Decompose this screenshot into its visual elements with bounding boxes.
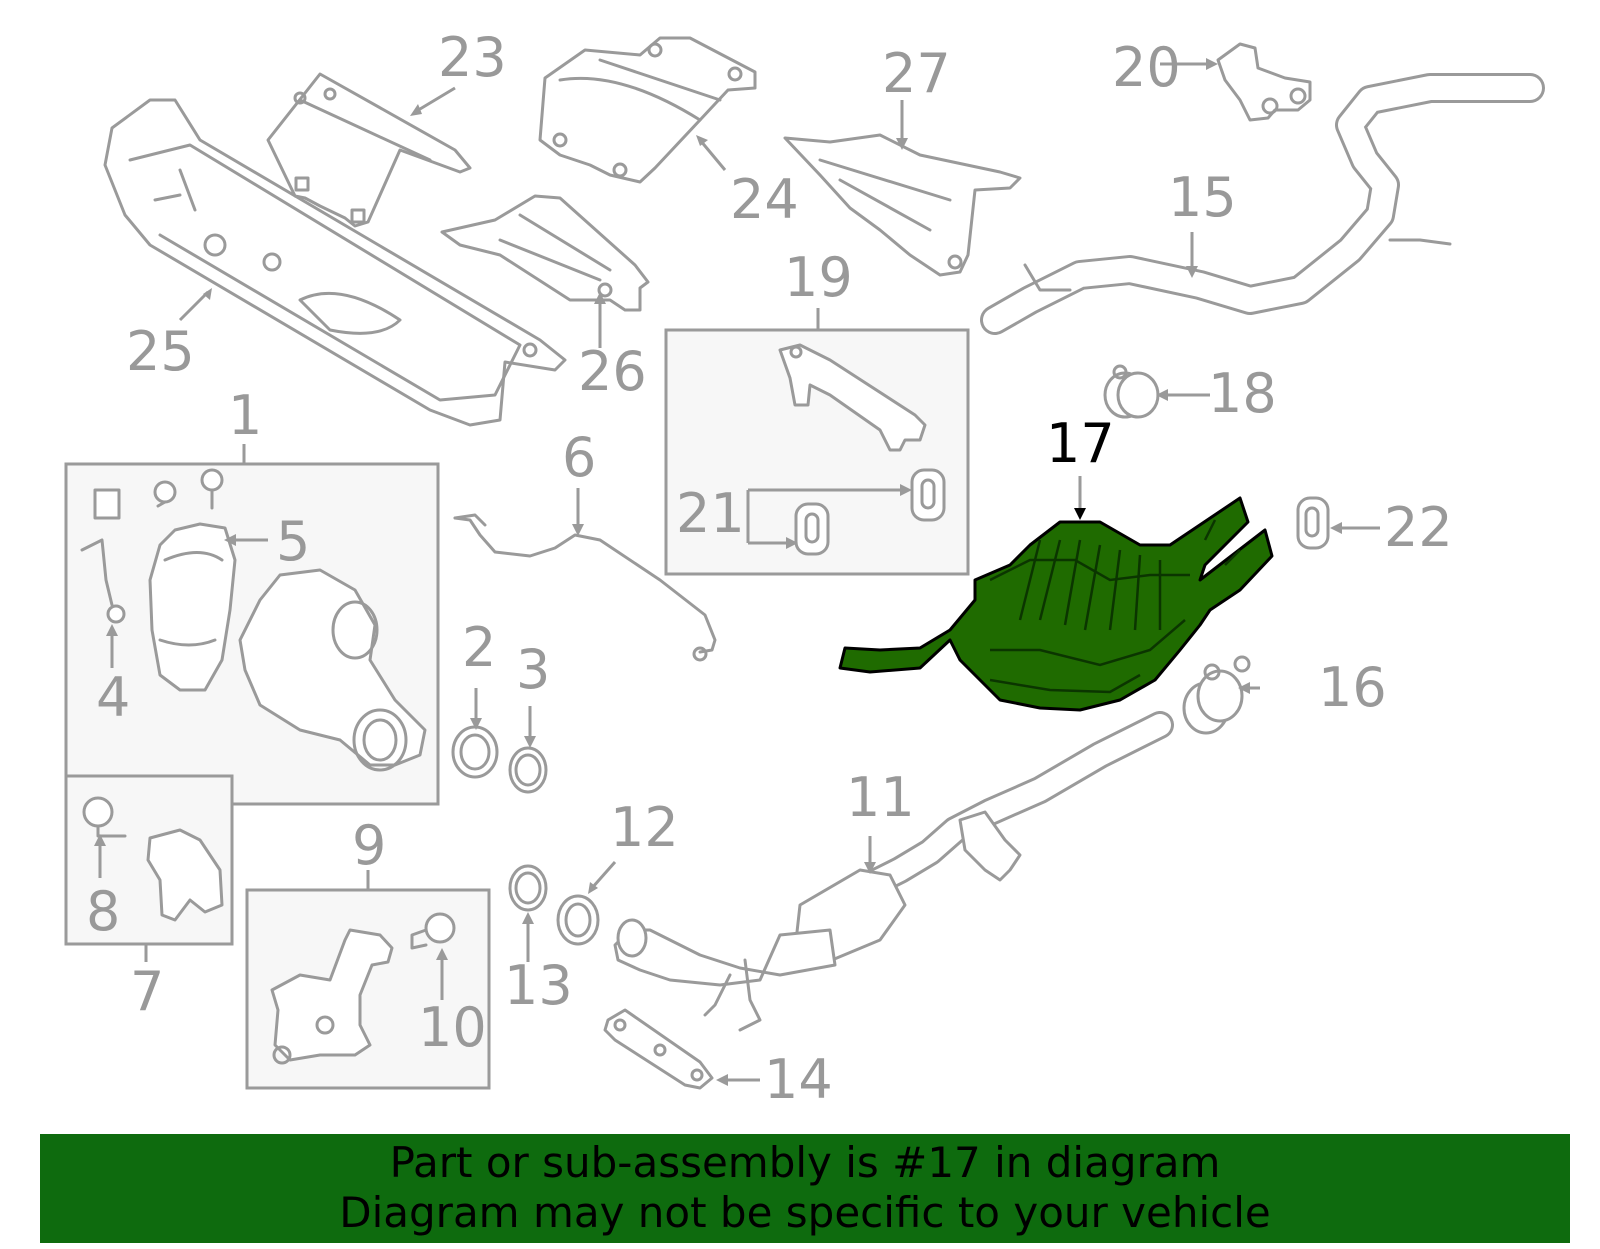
hanger-22 [1296,496,1330,550]
callout-15: 15 [1168,166,1237,229]
callout-5: 5 [276,510,310,573]
clamp-18 [1103,364,1160,419]
callout-27: 27 [882,42,951,105]
callout-14: 14 [764,1048,833,1111]
callout-23: 23 [438,26,507,89]
callout-16: 16 [1318,656,1387,719]
callout-13: 13 [504,954,573,1017]
banner-line-1: Part or sub-assembly is #17 in diagram [389,1138,1221,1187]
clamp-2 [451,725,499,779]
callout-3: 3 [516,638,550,701]
gasket-13 [508,864,548,912]
callout-18: 18 [1208,362,1277,425]
hanger-21 [794,468,946,556]
callout-12: 12 [610,796,679,859]
callout-21: 21 [676,482,745,545]
callout-7: 7 [130,960,164,1023]
callout-6: 6 [562,426,596,489]
callout-25: 25 [126,320,195,383]
muffler-17-highlighted [838,496,1274,712]
catalytic-converter-1 [80,468,427,772]
sensor-line-6 [453,513,717,662]
callout-11: 11 [846,766,915,829]
pipe-11 [613,711,1174,1032]
callout-1: 1 [228,384,262,447]
callout-19: 19 [784,246,853,309]
pipe-15 [980,73,1545,335]
banner-line-2: Diagram may not be specific to your vehi… [339,1188,1271,1237]
callout-4: 4 [96,666,130,729]
callout-24: 24 [730,168,799,231]
callout-26: 26 [578,340,647,403]
info-banner: Part or sub-assembly is #17 in diagram D… [40,1134,1570,1243]
clamp-12 [556,894,600,946]
bracket-14 [603,1008,714,1090]
clamp-16 [1182,655,1251,735]
bracket-7 [82,796,224,922]
callout-17: 17 [1046,412,1115,475]
leaders [94,58,1380,1086]
callout-9: 9 [352,814,386,877]
gasket-3 [508,746,548,794]
callout-22: 22 [1384,496,1453,559]
heat-shield-25 [103,98,567,427]
heat-shield-23 [266,72,472,228]
bracket-9 [270,912,456,1065]
callout-2: 2 [462,616,496,679]
heat-shield-24 [538,36,757,184]
bracket-20 [1216,42,1312,122]
leader-21 [746,488,900,545]
heat-shield-26 [440,194,650,312]
callout-20: 20 [1112,36,1181,99]
bracket-19 [778,343,927,452]
callout-10: 10 [418,996,487,1059]
callout-8: 8 [86,880,120,943]
